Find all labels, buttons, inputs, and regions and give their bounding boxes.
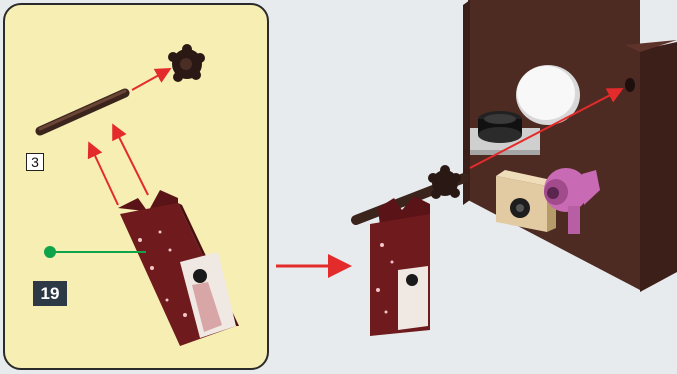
shelf-icon xyxy=(463,0,677,292)
cup-icon xyxy=(478,111,522,143)
hanging-banner-icon xyxy=(370,196,430,336)
part-pointer xyxy=(44,246,146,258)
knob-icon xyxy=(168,44,205,82)
rod-icon xyxy=(40,91,125,131)
banner-icon xyxy=(118,190,239,346)
